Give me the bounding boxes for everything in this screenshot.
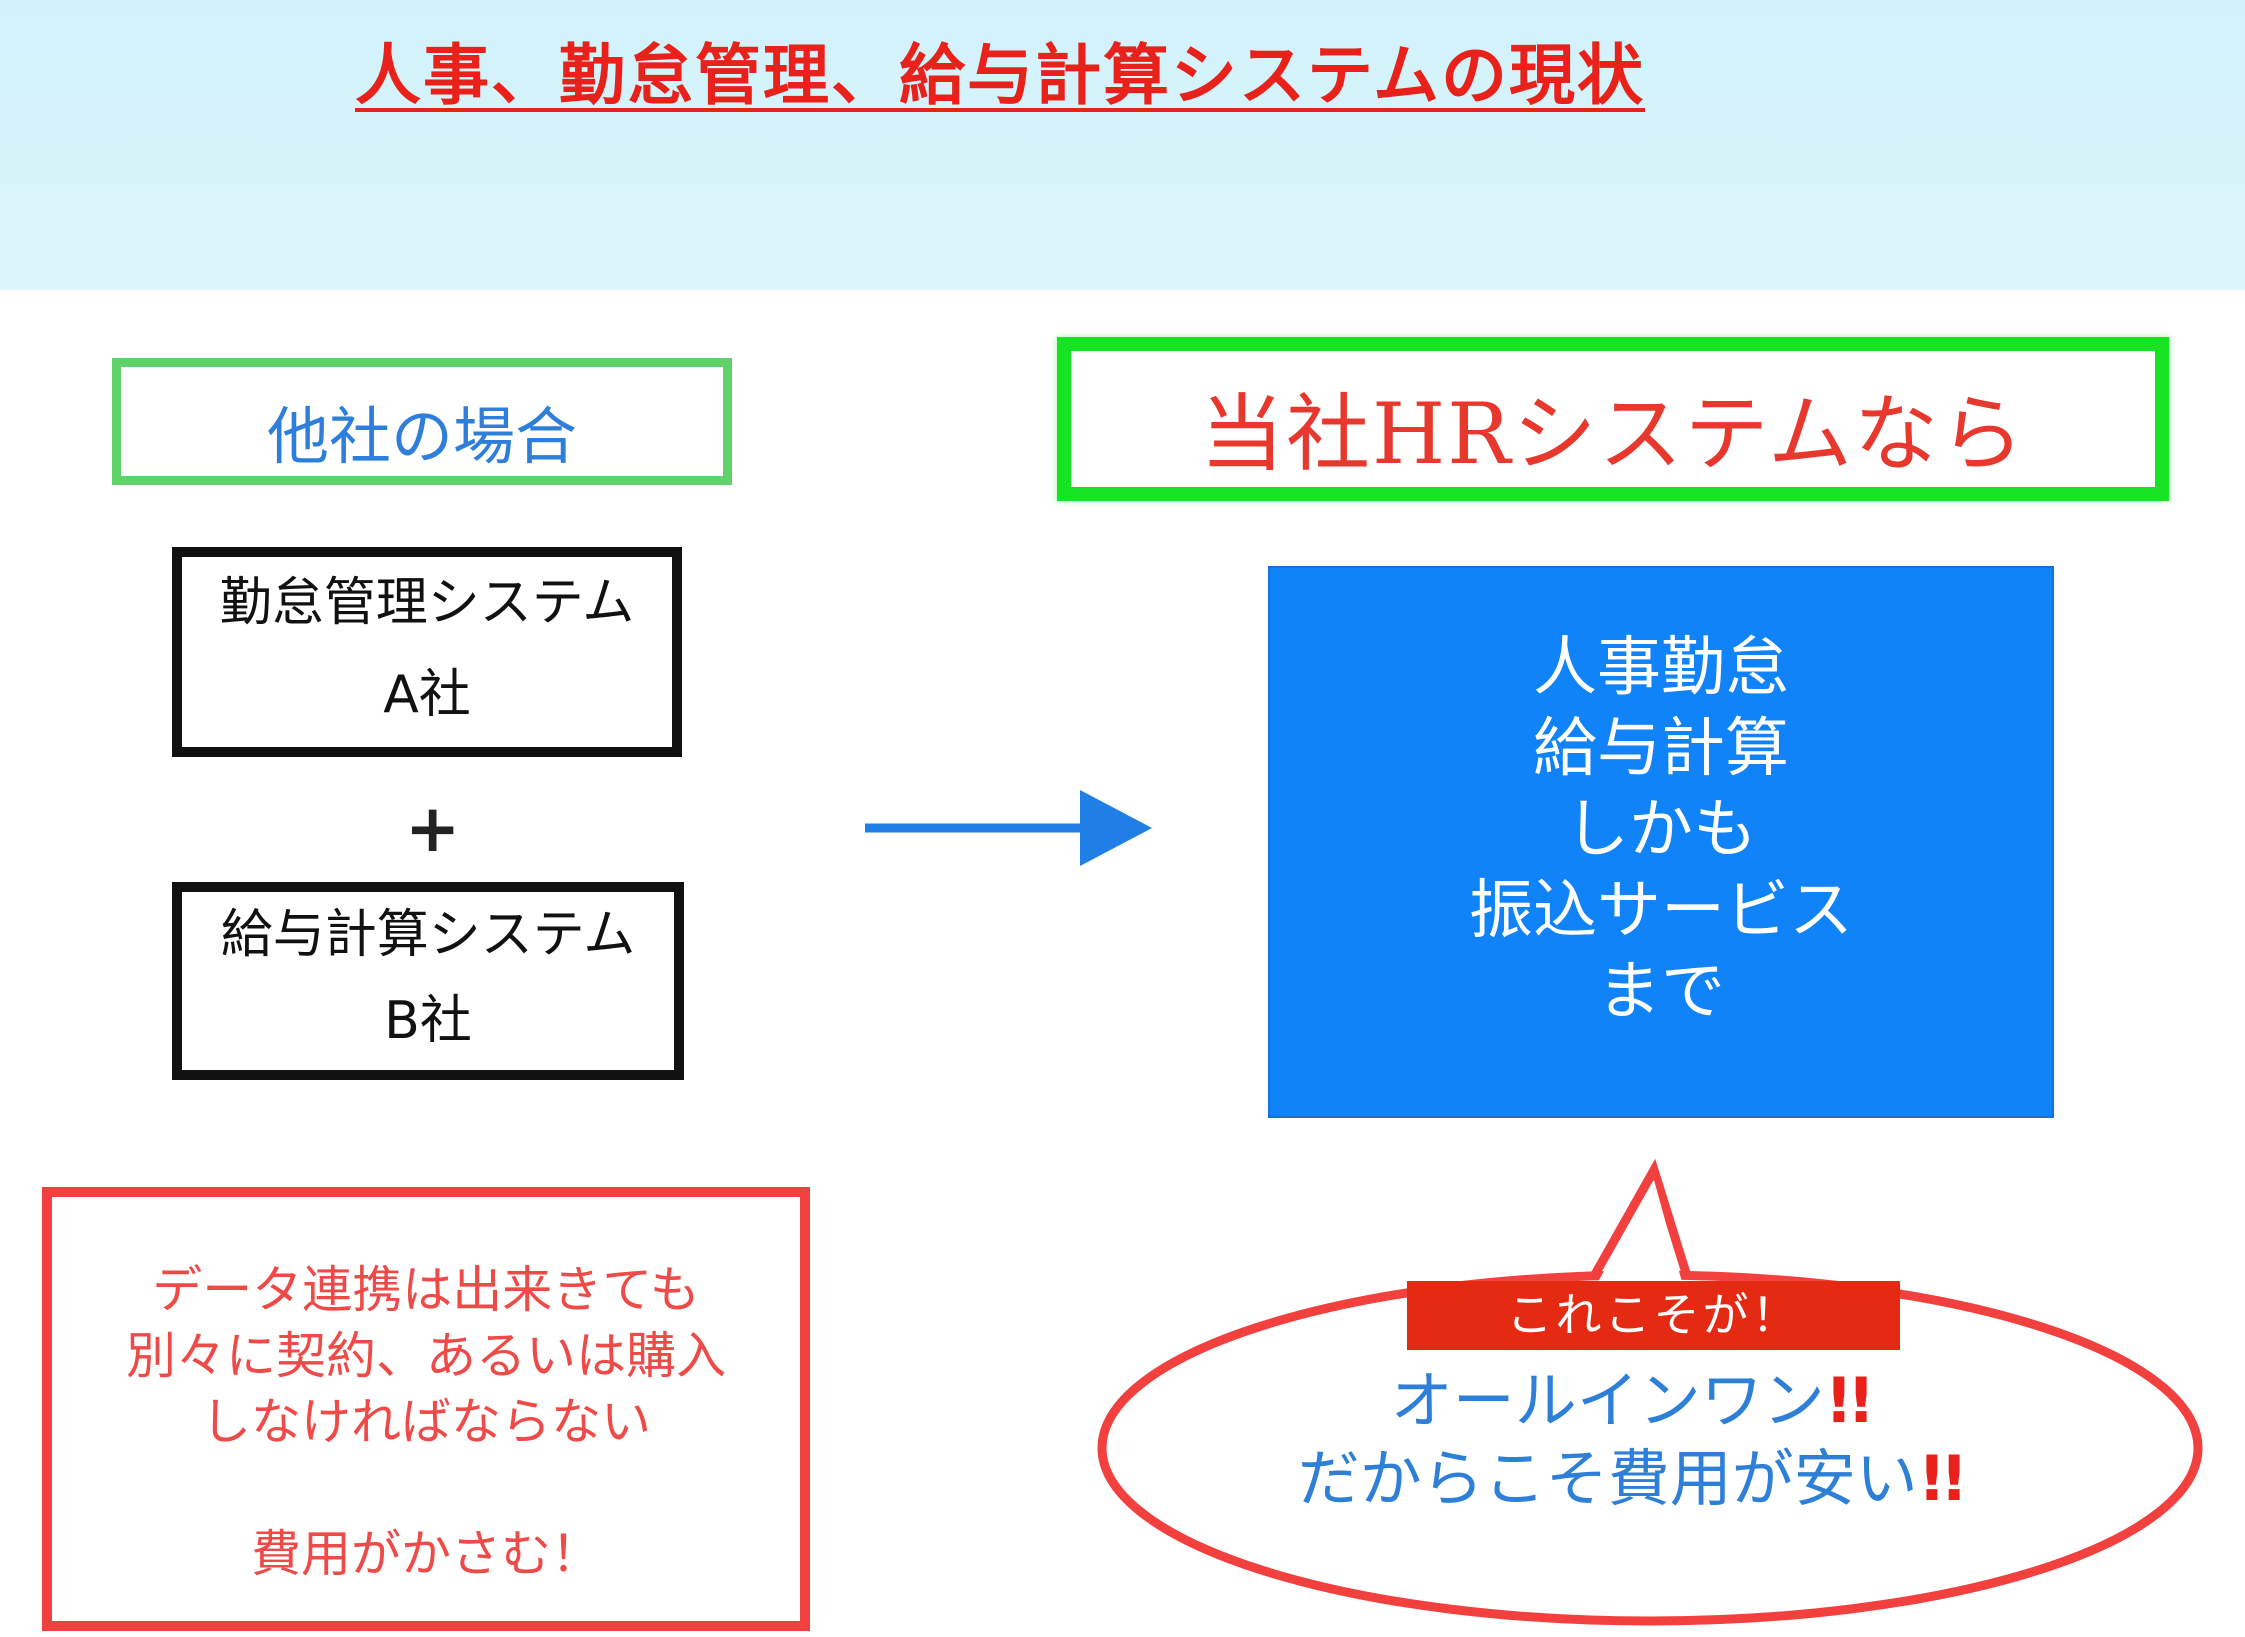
feature-line: 振込サービス [1469, 874, 1853, 948]
callout-line-2: だからこそ費用が安い!! [1125, 1428, 2135, 1518]
callout-badge: これこそが！ [1407, 1281, 1900, 1350]
problem-line: 別々に契約、あるいは購入 [126, 1327, 726, 1385]
plus-sign: + [405, 790, 461, 867]
double-exclamation-icon: !! [1917, 1442, 1969, 1515]
our-system-header-label: 当社HRシステムなら [1200, 385, 2026, 483]
feature-line: まで [1597, 955, 1725, 1029]
attendance-system-vendor: A社 [383, 665, 471, 725]
callout-line-1: オールインワン!! [1125, 1350, 2135, 1440]
problem-line: しなければならない [201, 1393, 651, 1451]
header-band [0, 0, 2245, 290]
feature-line: しかも [1565, 793, 1757, 867]
double-exclamation-icon: !! [1824, 1364, 1876, 1437]
callout-text-2: だからこそ費用が安い [1297, 1442, 1918, 1515]
problem-line: 費用がかさむ！ [251, 1525, 601, 1583]
other-company-header-label: 他社の場合 [266, 399, 577, 473]
feature-line: 給与計算 [1533, 712, 1789, 786]
problem-box: データ連携は出来きても 別々に契約、あるいは購入 しなければならない 費用がかさ… [42, 1187, 810, 1631]
problem-line: データ連携は出来きても [152, 1261, 700, 1319]
attendance-system-name: 勤怠管理システム [219, 573, 635, 633]
right-arrow-icon [865, 790, 1152, 866]
speech-bubble-shape [1097, 1158, 2203, 1626]
payroll-system-name: 給与計算システム [220, 905, 636, 965]
attendance-system-box: 勤怠管理システム A社 [172, 547, 682, 757]
callout-text-1: オールインワン [1390, 1364, 1825, 1437]
payroll-system-vendor: B社 [384, 991, 472, 1051]
payroll-system-box: 給与計算システム B社 [172, 882, 684, 1080]
our-system-header: 当社HRシステムなら [1057, 337, 2169, 501]
page-title: 人事、勤怠管理、給与計算システムの現状 [355, 37, 1646, 114]
feature-line: 人事勤怠 [1533, 631, 1789, 705]
feature-box: 人事勤怠 給与計算 しかも 振込サービス まで [1268, 566, 2054, 1118]
other-company-header: 他社の場合 [112, 358, 732, 485]
